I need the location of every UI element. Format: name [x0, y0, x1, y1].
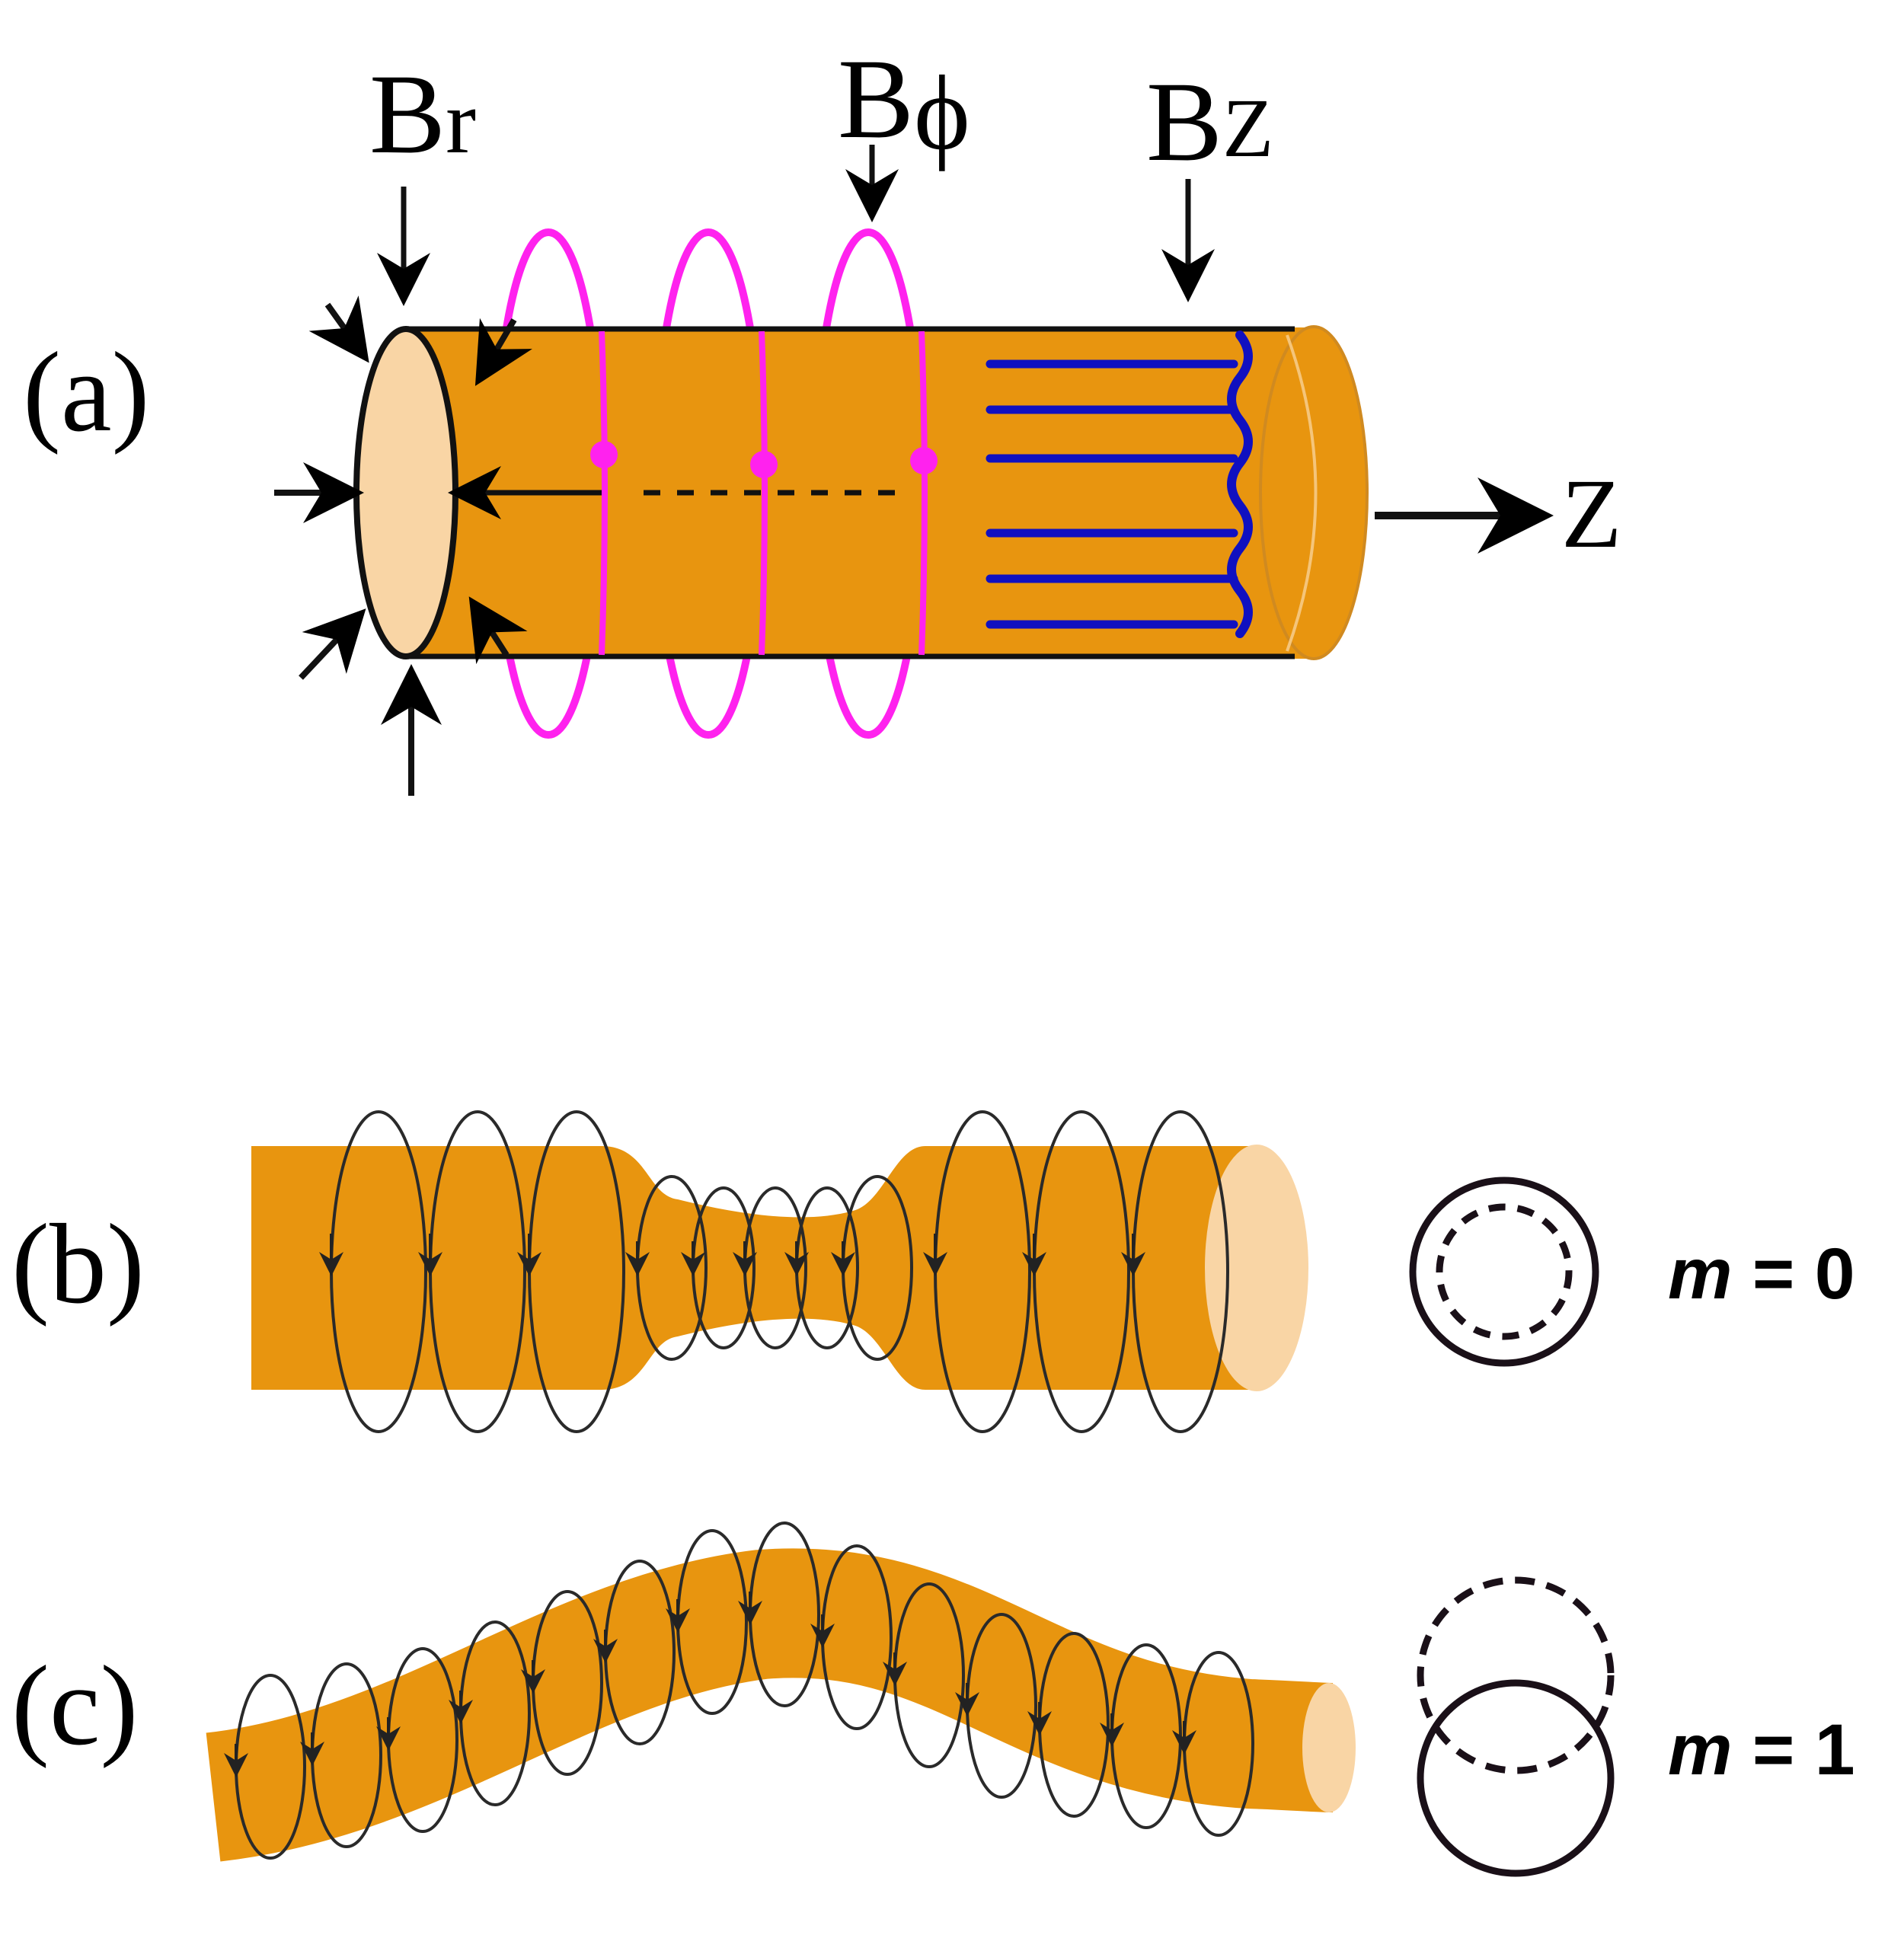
svg-text:BZ: BZ [1146, 59, 1273, 185]
svg-text:Bϕ: Bϕ [838, 36, 970, 172]
sausage-field-loops [319, 1110, 1229, 1433]
sausage-end-face [1205, 1145, 1308, 1391]
panel-b: (b) [11, 1110, 1855, 1433]
mode-label-m0: m = 0 [1668, 1234, 1855, 1314]
mode-label-m1: m = 1 [1668, 1710, 1855, 1790]
kink-end-face [1302, 1683, 1356, 1812]
bphi-loops-front [590, 330, 938, 656]
z-axis-label: Z [1561, 459, 1621, 569]
panel-a: (a) [23, 36, 1621, 796]
field-label-bz: BZ [1146, 59, 1273, 302]
m1-cross-section-icon [1417, 1576, 1615, 1877]
m0-cross-section-icon [1409, 1177, 1599, 1367]
field-label-br: Br [369, 51, 476, 306]
panel-label-a: (a) [23, 329, 149, 455]
kink-plasma [205, 1548, 1334, 1862]
cylinder-end-cap [1259, 325, 1369, 660]
svg-text:Br: Br [369, 51, 476, 177]
z-axis: Z [1375, 459, 1621, 569]
br-compression-arrows [274, 295, 532, 796]
sausage-plasma [251, 1146, 1249, 1390]
panel-label-b: (b) [11, 1201, 145, 1327]
kink-field-loops [224, 1521, 1254, 1860]
panel-label-c: (c) [11, 1643, 138, 1769]
field-label-bphi: Bϕ [838, 36, 970, 222]
cylinder-face [353, 326, 458, 659]
panel-c: (c) [11, 1521, 1855, 1877]
bz-field-lines [986, 330, 1253, 638]
